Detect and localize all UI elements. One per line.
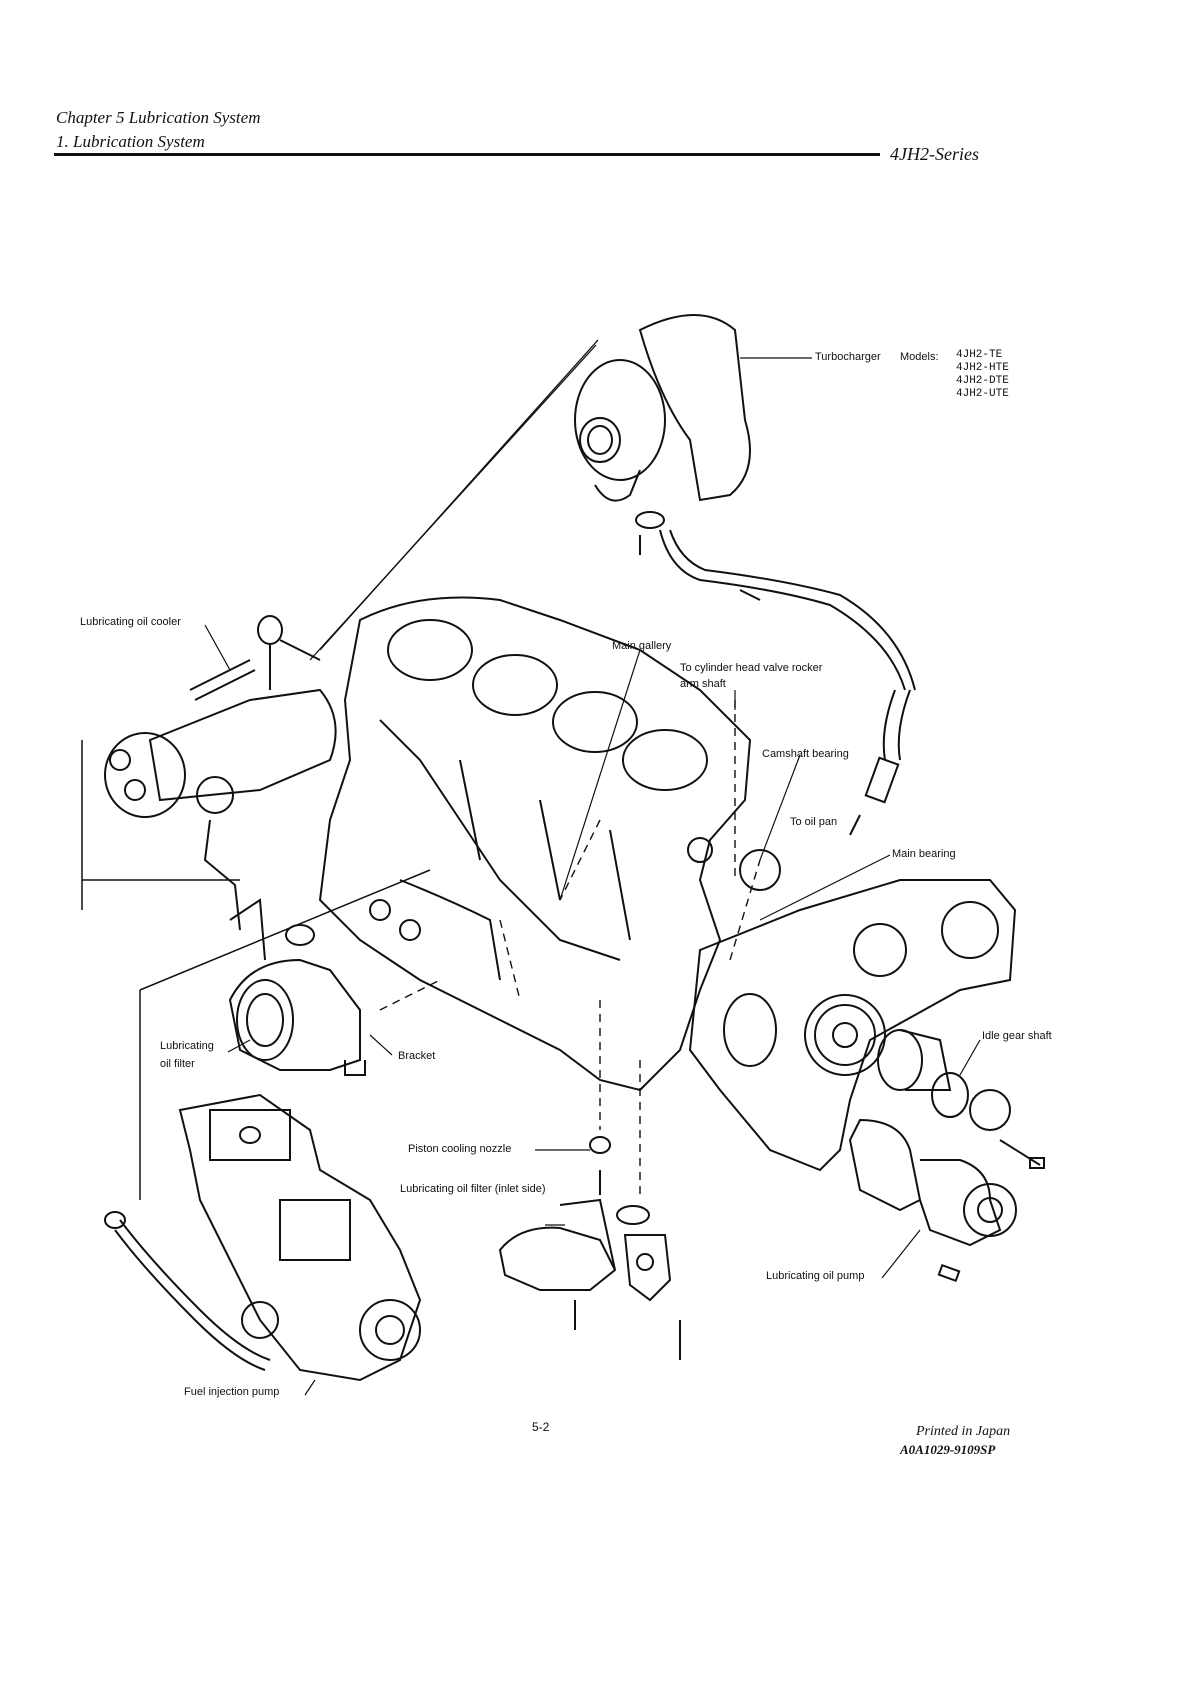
oil-cooler-label: Lubricating oil cooler xyxy=(80,616,181,628)
header-rule xyxy=(54,153,880,156)
idle-gear-shaft-label: Idle gear shaft xyxy=(982,1030,1052,1042)
idle-gear-parts-drawing xyxy=(877,1029,1045,1169)
gear-case-drawing xyxy=(688,879,1017,1172)
oil-pump-drawing xyxy=(848,1118,1017,1283)
bracket-label: Bracket xyxy=(398,1050,436,1062)
oil-filter-label-2: oil filter xyxy=(160,1058,195,1070)
page-number: 5-2 xyxy=(532,1420,550,1434)
to-oil-pan-label: To oil pan xyxy=(790,816,838,828)
model-item: 4JH2-TE xyxy=(956,349,1003,361)
oil-pump-label: Lubricating oil pump xyxy=(766,1270,865,1282)
series-label: 4JH2-Series xyxy=(890,144,979,164)
piston-cooling-nozzle-label: Piston cooling nozzle xyxy=(408,1143,512,1155)
fuel-injection-pump-label: Fuel injection pump xyxy=(184,1386,280,1398)
turbocharger-label: Turbocharger xyxy=(815,351,881,363)
oil-hose-drawing xyxy=(849,689,911,836)
fuel-injection-pump-drawing xyxy=(104,1093,422,1382)
turbocharger-drawing xyxy=(574,314,916,691)
system-outline-lines xyxy=(81,740,431,1200)
chapter-title: Chapter 5 Lubrication System xyxy=(56,108,261,127)
cylinder-head-label: To cylinder head valve rocker xyxy=(680,662,823,674)
printed-in-japan: Printed in Japan xyxy=(916,1424,1011,1439)
oil-strainer-drawing xyxy=(498,1136,681,1360)
model-item: 4JH2-HTE xyxy=(956,362,1009,374)
model-item: 4JH2-DTE xyxy=(956,375,1009,387)
cylinder-block-drawing xyxy=(318,596,781,1092)
oil-cooler-drawing xyxy=(104,615,337,931)
oil-filter-drawing xyxy=(228,898,366,1076)
oil-flow-lines xyxy=(379,700,761,1200)
oil-filter-label: Lubricating xyxy=(160,1040,214,1052)
leader-lines xyxy=(204,357,981,1396)
oil-filter-inlet-label: Lubricating oil filter (inlet side) xyxy=(400,1183,546,1195)
main-gallery-label: Main gallery xyxy=(612,640,672,652)
model-item: 4JH2-UTE xyxy=(956,388,1009,400)
models-label: Models: xyxy=(900,351,939,363)
section-title: 1. Lubrication System xyxy=(56,132,205,151)
main-bearing-label: Main bearing xyxy=(892,848,956,860)
camshaft-bearing-label: Camshaft bearing xyxy=(762,748,849,760)
document-code: A0A1029-9109SP xyxy=(900,1442,996,1457)
cylinder-head-label-2: arm shaft xyxy=(680,678,726,690)
